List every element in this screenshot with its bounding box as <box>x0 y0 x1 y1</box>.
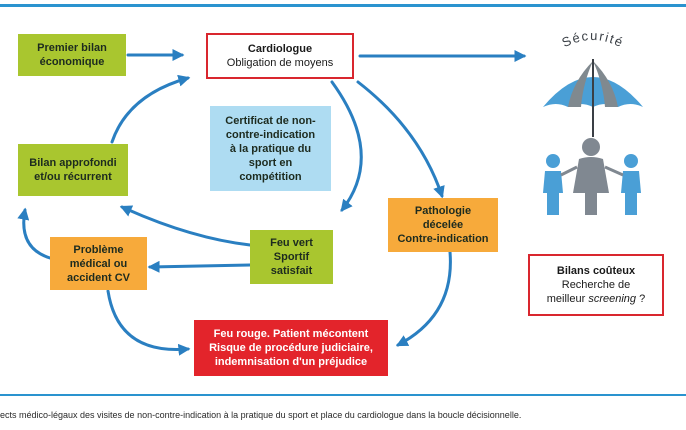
bilans-couteux-title: Bilans coûteux <box>556 265 636 277</box>
probleme-box: Problème médical ou accident CV <box>50 237 147 290</box>
cardiologue-subtitle: Obligation de moyens <box>226 57 334 69</box>
svg-text:Sécurité: Sécurité <box>559 28 626 50</box>
pathologie-box: Pathologie décelée Contre-indication <box>388 198 498 252</box>
bilans-couteux-box: Bilans coûteux Recherche de meilleur scr… <box>528 254 664 316</box>
bilans-couteux-line3: meilleur screening ? <box>547 292 645 306</box>
arrow-feu-vert-to-bilan <box>119 205 252 247</box>
umbrella-family-icon: Sécurité <box>543 28 643 215</box>
arrow-probleme-to-bilan <box>17 207 52 260</box>
arrow-bilan-to-premier <box>110 74 191 144</box>
premier-bilan-box: Premier bilan économique <box>18 34 126 76</box>
figure-caption: ects médico-légaux des visites de non-co… <box>0 410 522 420</box>
bilans-couteux-line3-a: meilleur <box>546 293 589 305</box>
flow-arrows <box>17 49 527 356</box>
bilans-couteux-line3-b: ? <box>636 293 646 305</box>
cardiologue-box: Cardiologue Obligation de moyens <box>206 33 354 79</box>
bilans-couteux-line2: Recherche de <box>561 279 631 291</box>
arrow-cardiologue-to-pathologie <box>356 80 445 199</box>
arrow-probleme-to-feu-rouge <box>106 289 191 356</box>
top-rule <box>0 4 686 7</box>
bilan-approfondi-box: Bilan approfondi et/ou récurrent <box>18 144 128 196</box>
feu-rouge-box: Feu rouge. Patient mécontent Risque de p… <box>194 320 388 376</box>
bottom-rule <box>0 394 686 396</box>
bilans-couteux-screening: screening <box>588 293 637 305</box>
arrow-pathologie-to-feu-rouge <box>395 250 452 347</box>
arrow-cardiologue-to-feu-vert <box>330 80 363 212</box>
feu-vert-box: Feu vert Sportif satisfait <box>250 230 333 284</box>
arrow-feu-vert-to-probleme <box>147 260 252 273</box>
certificat-box: Certificat de non- contre-indication à l… <box>210 106 331 191</box>
cardiologue-title: Cardiologue <box>247 43 313 55</box>
securite-label: Sécurité <box>559 28 625 50</box>
